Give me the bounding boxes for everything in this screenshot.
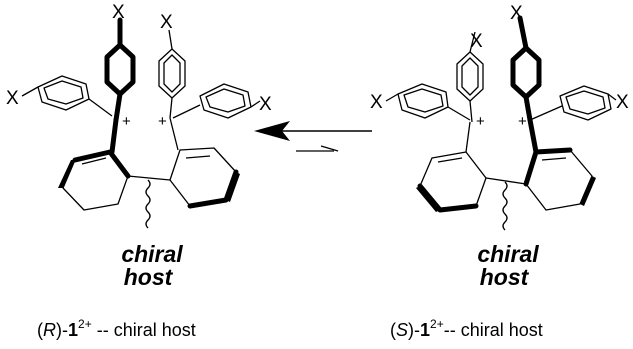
right-x-top-2: X xyxy=(510,3,523,24)
right-ring-bottom-right xyxy=(523,147,596,211)
right-plus-1: + xyxy=(476,113,485,130)
right-host-word2: host xyxy=(480,264,530,290)
left-plus-2: + xyxy=(158,113,167,130)
right-x-top: X xyxy=(470,31,483,52)
left-host-word1: chiral xyxy=(121,241,183,267)
left-ring-top-bold xyxy=(104,17,136,123)
right-x-right: X xyxy=(616,92,629,113)
left-plus-1: + xyxy=(122,113,131,130)
left-x-top-2: X xyxy=(160,12,173,33)
right-caption: (S)-12+-- chiral host xyxy=(390,317,543,340)
left-host-word2: host xyxy=(124,264,174,290)
right-ring-left xyxy=(385,83,471,121)
arrow-short-right xyxy=(296,145,339,152)
left-ring-right xyxy=(172,83,261,119)
left-ring-left xyxy=(21,75,113,117)
arrow-long-left xyxy=(254,121,372,141)
equilibrium-arrows xyxy=(254,121,372,152)
left-wavy-bond xyxy=(145,179,151,229)
right-ring-bottom-left xyxy=(416,151,487,213)
right-wavy-bond xyxy=(502,181,508,231)
right-plus-2: + xyxy=(518,113,527,130)
left-ring-bottom-left xyxy=(58,149,131,211)
right-host-word1: chiral xyxy=(477,241,539,267)
left-x-top: X xyxy=(112,2,125,23)
left-ring-bottom-right xyxy=(169,147,240,209)
right-ring-top-thin xyxy=(456,31,484,123)
right-ring-right xyxy=(529,85,617,121)
left-caption: (R)-12+ -- chiral host xyxy=(37,317,196,340)
right-molecule-s xyxy=(385,15,617,231)
right-ring-top-bold xyxy=(510,15,542,123)
left-ring-top-thin xyxy=(158,29,186,119)
left-x-left: X xyxy=(6,88,19,109)
right-x-left: X xyxy=(370,92,383,113)
left-x-right: X xyxy=(259,94,272,115)
left-molecule-r xyxy=(21,17,261,229)
